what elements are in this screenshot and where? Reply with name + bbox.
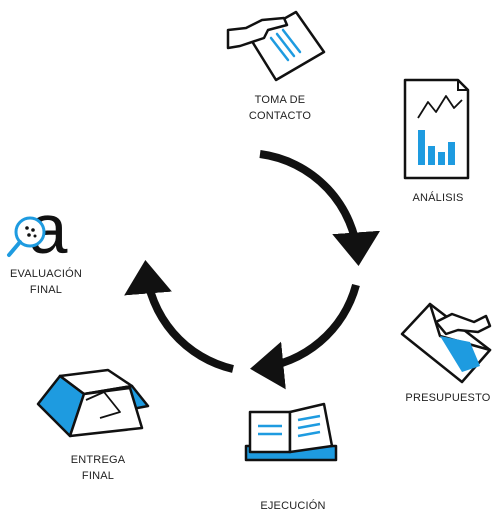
step-label-ejecucion: EJECUCIÓN: [260, 500, 326, 512]
open-book-icon: [244, 402, 338, 462]
step-label-presupuesto: PRESUPUESTO: [405, 392, 491, 404]
cycle-arrow-top-right: [259, 150, 381, 266]
report-chart-icon: [403, 78, 470, 180]
cycle-arrow-bottom-right: [250, 283, 360, 390]
step-label-analisis: ANÁLISIS: [412, 192, 464, 204]
magnifier-letter-a-icon: a: [7, 190, 68, 268]
hand-document-icon: [226, 10, 326, 82]
envelope-hand-icon: [400, 302, 492, 384]
cycle-arrows: [124, 150, 381, 390]
open-box-icon: [36, 368, 150, 438]
step-label-evaluacion-final: EVALUACIÓN FINAL: [9, 268, 83, 296]
step-label-entrega-final: ENTREGA FINAL: [70, 454, 126, 482]
cycle-arrow-left: [124, 260, 234, 373]
step-label-toma-de-contacto: TOMA DE CONTACTO: [248, 94, 312, 122]
